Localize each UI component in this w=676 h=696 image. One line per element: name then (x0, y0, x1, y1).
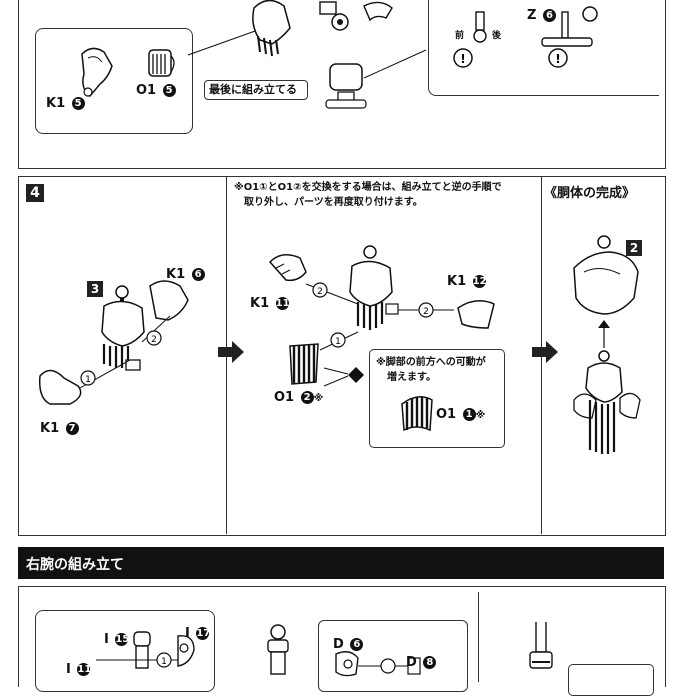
number-badge: 5 (71, 97, 85, 110)
label-text: K1 (40, 421, 60, 436)
z6-joint-illustration: ! ! (453, 6, 598, 68)
arm-joint-illustration (267, 624, 289, 675)
next-arrow-2 (532, 341, 558, 363)
svg-text:!: ! (555, 52, 560, 66)
svg-text:2: 2 (317, 287, 323, 297)
part-box-k1-o1 (35, 28, 193, 134)
number-badge: 8 (423, 656, 437, 669)
label-i17: I 17 (185, 626, 211, 641)
label-text: O1 (136, 83, 157, 98)
svg-text:2: 2 (151, 335, 157, 345)
sub-step-3: 3 (87, 281, 103, 297)
label-text: K1 (447, 274, 467, 289)
k1-part-illustration (81, 47, 113, 98)
label-k1-6: K1 6 (166, 267, 205, 282)
torso-assembly-illustration (187, 0, 427, 109)
label-d8: D 8 (406, 655, 437, 670)
bottom-divider (478, 592, 479, 682)
right-bottom-box (568, 664, 654, 696)
kome-mark: ※ (313, 393, 324, 404)
number-badge: 17 (196, 627, 211, 640)
label-text: I (66, 662, 71, 677)
step4-panel (18, 176, 666, 536)
number-badge: 1 (462, 408, 476, 421)
inset-pointer (323, 367, 364, 387)
d-parts-illustration (335, 651, 421, 677)
number-badge: 5 (162, 84, 176, 97)
number-badge: 11 (77, 663, 92, 676)
label-o1-2: O1 2※ (274, 390, 323, 405)
kome-mark: ※ (475, 410, 486, 421)
label-text: K1 (46, 96, 66, 111)
label-text: K1 (250, 296, 270, 311)
number-badge: 12 (472, 275, 487, 288)
label-o1-5: O1 5 (136, 83, 176, 98)
arm-upper-illustration (529, 622, 553, 669)
label-o1-1: O1 1※ (436, 407, 485, 422)
label-text: K1 (166, 267, 186, 282)
label-text: O1 (436, 407, 457, 422)
arm-parts-illustration: 1 (96, 631, 195, 669)
svg-text:1: 1 (161, 657, 167, 667)
section-header-bar (18, 547, 664, 579)
svg-text:2: 2 (423, 307, 429, 317)
completion-title: 《胴体の完成》 (544, 186, 636, 201)
callout-last-text: 最後に組み立てる (209, 83, 297, 96)
label-z6: Z 6 (527, 8, 556, 23)
inset-note-line1: ※脚部の前方への可動が (376, 357, 486, 368)
label-i11: I 11 (66, 662, 92, 677)
label-k1-11: K1 11 (250, 296, 290, 311)
step-number-4: 4 (26, 184, 44, 202)
o1-part-illustration (148, 49, 175, 77)
number-badge: 15 (115, 633, 130, 646)
o1-1-striped-part (401, 396, 433, 432)
exchange-note-line2: 取り外し、パーツを再度取り付けます。 (244, 197, 423, 208)
section-title: 右腕の組み立て (26, 557, 124, 573)
label-d6: D 6 (333, 637, 364, 652)
number-badge: 6 (191, 268, 205, 281)
callout-last-assemble (204, 80, 308, 100)
label-k1-12: K1 12 (447, 274, 487, 289)
svg-text:1: 1 (85, 375, 91, 385)
label-text: I (104, 632, 109, 647)
o1-2-striped-part (289, 343, 319, 385)
exchange-note-line1: ※O1①とO1②を交換をする場合は、組み立てと逆の手順で (234, 182, 502, 193)
inset-note-line2: 増えます。 (387, 372, 436, 383)
label-text: O1 (274, 390, 295, 405)
label-k1-7: K1 7 (40, 421, 79, 436)
label-text: Z (527, 8, 537, 23)
label-front: 前 (455, 31, 465, 41)
torso-complete-illustration (573, 235, 641, 454)
next-arrow-1 (218, 341, 244, 363)
label-i15: I 15 (104, 632, 130, 647)
completion-step-2: 2 (626, 240, 642, 256)
label-text: D (333, 637, 344, 652)
leg-mobility-inset (369, 349, 505, 448)
torso-attach-legs-illustration: 1 2 (38, 280, 189, 405)
number-badge: 6 (350, 638, 364, 651)
number-badge: 7 (65, 422, 79, 435)
number-badge: 11 (275, 297, 290, 310)
label-text: I (185, 626, 190, 641)
label-back: 後 (492, 31, 502, 41)
label-text: D (406, 655, 417, 670)
exchange-parts-illustration: 2 2 1 (268, 245, 495, 351)
svg-text:1: 1 (335, 337, 341, 347)
svg-text:!: ! (460, 52, 465, 66)
number-badge: 6 (542, 9, 556, 22)
number-badge: 2 (300, 391, 314, 404)
label-k1-5: K1 5 (46, 96, 85, 111)
